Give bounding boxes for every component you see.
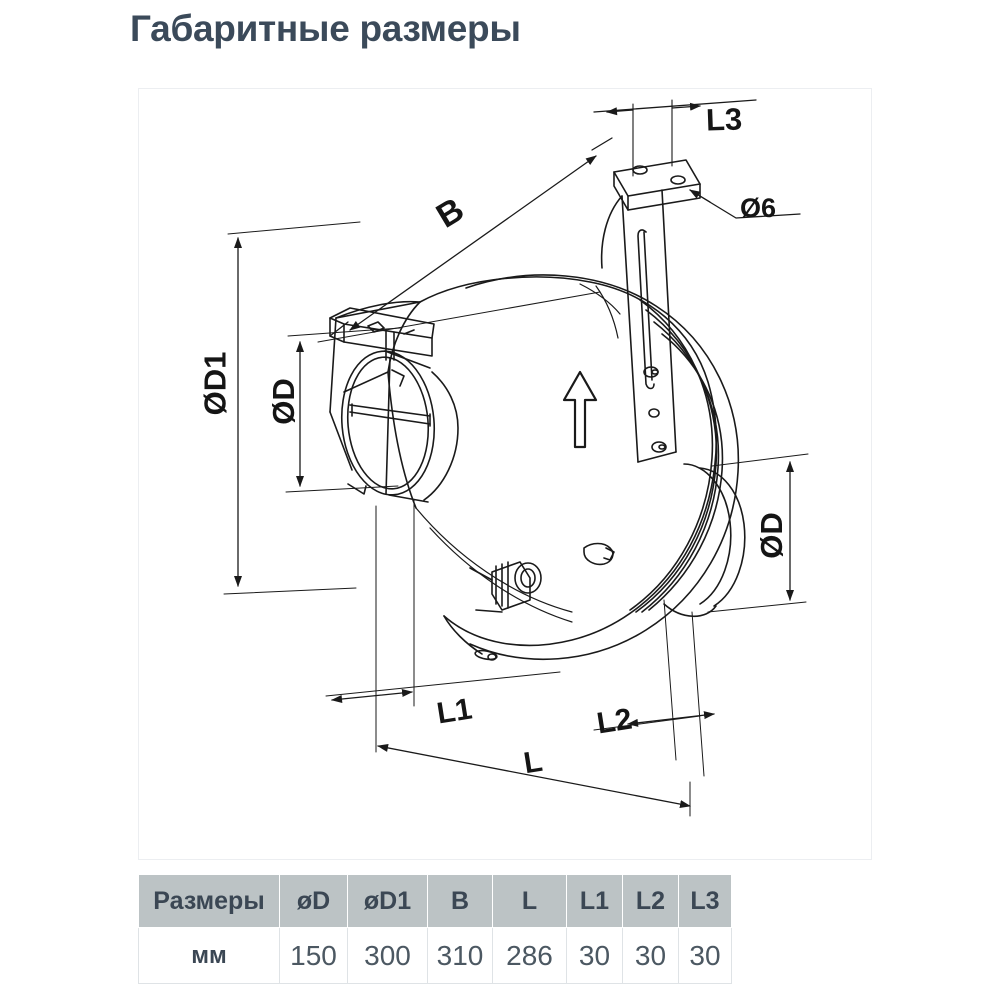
table-header-l2: L2 — [622, 874, 679, 928]
table-header-d: øD — [279, 874, 348, 928]
table-header-row: Размеры øD øD1 B L L1 L2 L3 — [138, 874, 732, 928]
dimension-label-d-outlet: ØD — [753, 512, 789, 559]
dimension-label-d-inlet: ØD — [265, 378, 301, 425]
table-cell-l2: 30 — [622, 927, 679, 984]
table-header-l: L — [492, 874, 567, 928]
table-cell-d: 150 — [279, 927, 348, 984]
dimension-label-hole-diameter: Ø6 — [740, 193, 777, 223]
dimensions-table: Размеры øD øD1 B L L1 L2 L3 мм 150 300 3… — [138, 874, 732, 984]
dimension-label-d1: ØD1 — [197, 351, 233, 416]
table-header-b: B — [427, 874, 493, 928]
table-header-name: Размеры — [138, 874, 280, 928]
dimension-label-l1: L1 — [434, 692, 475, 731]
table-row: мм 150 300 310 286 30 30 30 — [138, 927, 732, 984]
page-title: Габаритные размеры — [130, 8, 521, 49]
table-cell-l1: 30 — [566, 927, 623, 984]
table-header-l3: L3 — [678, 874, 732, 928]
table-header-l1: L1 — [566, 874, 623, 928]
table-cell-d1: 300 — [347, 927, 428, 984]
table-cell-b: 310 — [427, 927, 493, 984]
table-cell-l3: 30 — [678, 927, 732, 984]
table-cell-l: 286 — [492, 927, 567, 984]
table-cell-unit: мм — [138, 927, 280, 984]
dimension-label-l2: L2 — [594, 702, 635, 741]
table-header-d1: øD1 — [347, 874, 428, 928]
dimension-label-l3: L3 — [705, 101, 743, 138]
